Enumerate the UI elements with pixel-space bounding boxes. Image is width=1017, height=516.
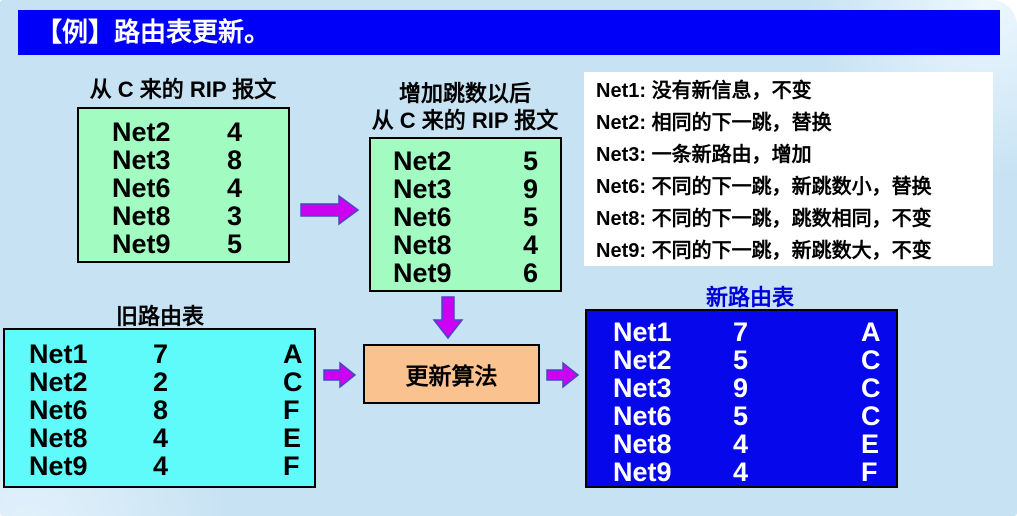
update-algorithm-box: 更新算法	[363, 344, 540, 404]
hops-cell: 9	[523, 173, 539, 204]
hops-cell: 4	[227, 172, 243, 203]
old-table-title: 旧路由表	[115, 304, 204, 329]
net-cell: Net3	[112, 144, 171, 175]
rip-from-c-table: Net2 4 Net3 8 Net6 4 Net8 3 Net9 5	[77, 107, 290, 263]
hops-cell: 2	[153, 366, 169, 397]
next-hop-cell: C	[861, 400, 881, 431]
rip-incremented-title-line2: 从 C 来的 RIP 报文	[371, 108, 559, 133]
rule-line: Net3: 一条新路由，增加	[596, 144, 812, 166]
next-hop-cell: C	[283, 366, 303, 397]
net-cell: Net8	[112, 200, 171, 231]
rip-incremented-title-line1: 增加跳数以后	[398, 81, 531, 106]
table-row: Net3 9	[371, 173, 560, 204]
net-cell: Net8	[29, 422, 88, 453]
hops-cell: 4	[153, 422, 169, 453]
hops-cell: 4	[733, 456, 749, 487]
next-hop-cell: F	[283, 394, 300, 425]
net-cell: Net2	[393, 145, 452, 176]
rule-line: Net9: 不同的下一跳，新跳数大，不变	[596, 240, 932, 262]
arrow-right-icon	[300, 194, 360, 226]
net-cell: Net9	[393, 257, 452, 288]
hops-cell: 8	[227, 144, 243, 175]
arrow-right-icon	[546, 361, 580, 389]
next-hop-cell: E	[283, 422, 302, 453]
rip-incremented-table: Net2 5 Net3 9 Net6 5 Net8 4 Net9 6	[369, 137, 562, 292]
table-row: Net9 4 F	[587, 456, 896, 487]
old-routing-table: Net1 7 A Net2 2 C Net6 8 F Net8 4 E Net9…	[3, 328, 316, 488]
hops-cell: 4	[523, 229, 539, 260]
hops-cell: 5	[733, 344, 749, 375]
table-row: Net1 7 A	[5, 338, 314, 369]
hops-cell: 4	[733, 428, 749, 459]
next-hop-cell: C	[861, 372, 881, 403]
hops-cell: 6	[523, 257, 539, 288]
arrow-down-icon	[432, 296, 464, 340]
net-cell: Net2	[29, 366, 88, 397]
net-cell: Net9	[112, 228, 171, 259]
rip-incremented-title: 增加跳数以后 从 C 来的 RIP 报文	[352, 80, 578, 134]
table-row: Net2 4	[79, 116, 288, 147]
table-row: Net9 4 F	[5, 450, 314, 481]
net-cell: Net1	[29, 338, 88, 369]
hops-cell: 4	[227, 116, 243, 147]
next-hop-cell: C	[861, 344, 881, 375]
hops-cell: 8	[153, 394, 169, 425]
next-hop-cell: E	[861, 428, 880, 459]
next-hop-cell: F	[861, 456, 878, 487]
rule-line: Net2: 相同的下一跳，替换	[596, 112, 832, 134]
table-row: Net6 8 F	[5, 394, 314, 425]
table-row: Net9 6	[371, 257, 560, 288]
update-rules-panel: Net1: 没有新信息，不变 Net2: 相同的下一跳，替换 Net3: 一条新…	[584, 72, 993, 266]
hops-cell: 4	[153, 450, 169, 481]
hops-cell: 5	[733, 400, 749, 431]
hops-cell: 5	[227, 228, 243, 259]
rule-line: Net6: 不同的下一跳，新跳数小，替换	[596, 176, 932, 198]
table-row: Net8 4 E	[5, 422, 314, 453]
table-row: Net1 7 A	[587, 316, 896, 347]
hops-cell: 3	[227, 200, 243, 231]
hops-cell: 5	[523, 201, 539, 232]
net-cell: Net2	[112, 116, 171, 147]
hops-cell: 7	[733, 316, 749, 347]
rule-line: Net1: 没有新信息，不变	[596, 80, 812, 102]
table-row: Net8 4	[371, 229, 560, 260]
net-cell: Net3	[613, 372, 672, 403]
net-cell: Net3	[393, 173, 452, 204]
table-row: Net3 9 C	[587, 372, 896, 403]
table-row: Net9 5	[79, 228, 288, 259]
rip-from-c-title: 从 C 来的 RIP 报文	[89, 77, 277, 102]
slide-title-banner: 【例】路由表更新。	[18, 10, 1000, 55]
table-row: Net8 4 E	[587, 428, 896, 459]
net-cell: Net8	[393, 229, 452, 260]
table-row: Net2 5 C	[587, 344, 896, 375]
next-hop-cell: A	[861, 316, 881, 347]
net-cell: Net9	[29, 450, 88, 481]
hops-cell: 5	[523, 145, 539, 176]
slide-title: 【例】路由表更新。	[36, 17, 271, 47]
table-row: Net3 8	[79, 144, 288, 175]
net-cell: Net6	[613, 400, 672, 431]
table-row: Net2 2 C	[5, 366, 314, 397]
new-routing-table: Net1 7 A Net2 5 C Net3 9 C Net6 5 C Net8…	[585, 309, 898, 488]
update-algorithm-label: 更新算法	[405, 363, 498, 389]
net-cell: Net9	[613, 456, 672, 487]
hops-cell: 9	[733, 372, 749, 403]
net-cell: Net1	[613, 316, 672, 347]
table-row: Net2 5	[371, 145, 560, 176]
net-cell: Net6	[393, 201, 452, 232]
net-cell: Net6	[112, 172, 171, 203]
table-row: Net8 3	[79, 200, 288, 231]
net-cell: Net2	[613, 344, 672, 375]
next-hop-cell: F	[283, 450, 300, 481]
table-row: Net6 5 C	[587, 400, 896, 431]
table-row: Net6 4	[79, 172, 288, 203]
net-cell: Net6	[29, 394, 88, 425]
arrow-right-icon	[323, 361, 357, 389]
net-cell: Net8	[613, 428, 672, 459]
table-row: Net6 5	[371, 201, 560, 232]
next-hop-cell: A	[283, 338, 303, 369]
rule-line: Net8: 不同的下一跳，跳数相同，不变	[596, 208, 932, 230]
hops-cell: 7	[153, 338, 169, 369]
new-table-title: 新路由表	[705, 285, 794, 310]
